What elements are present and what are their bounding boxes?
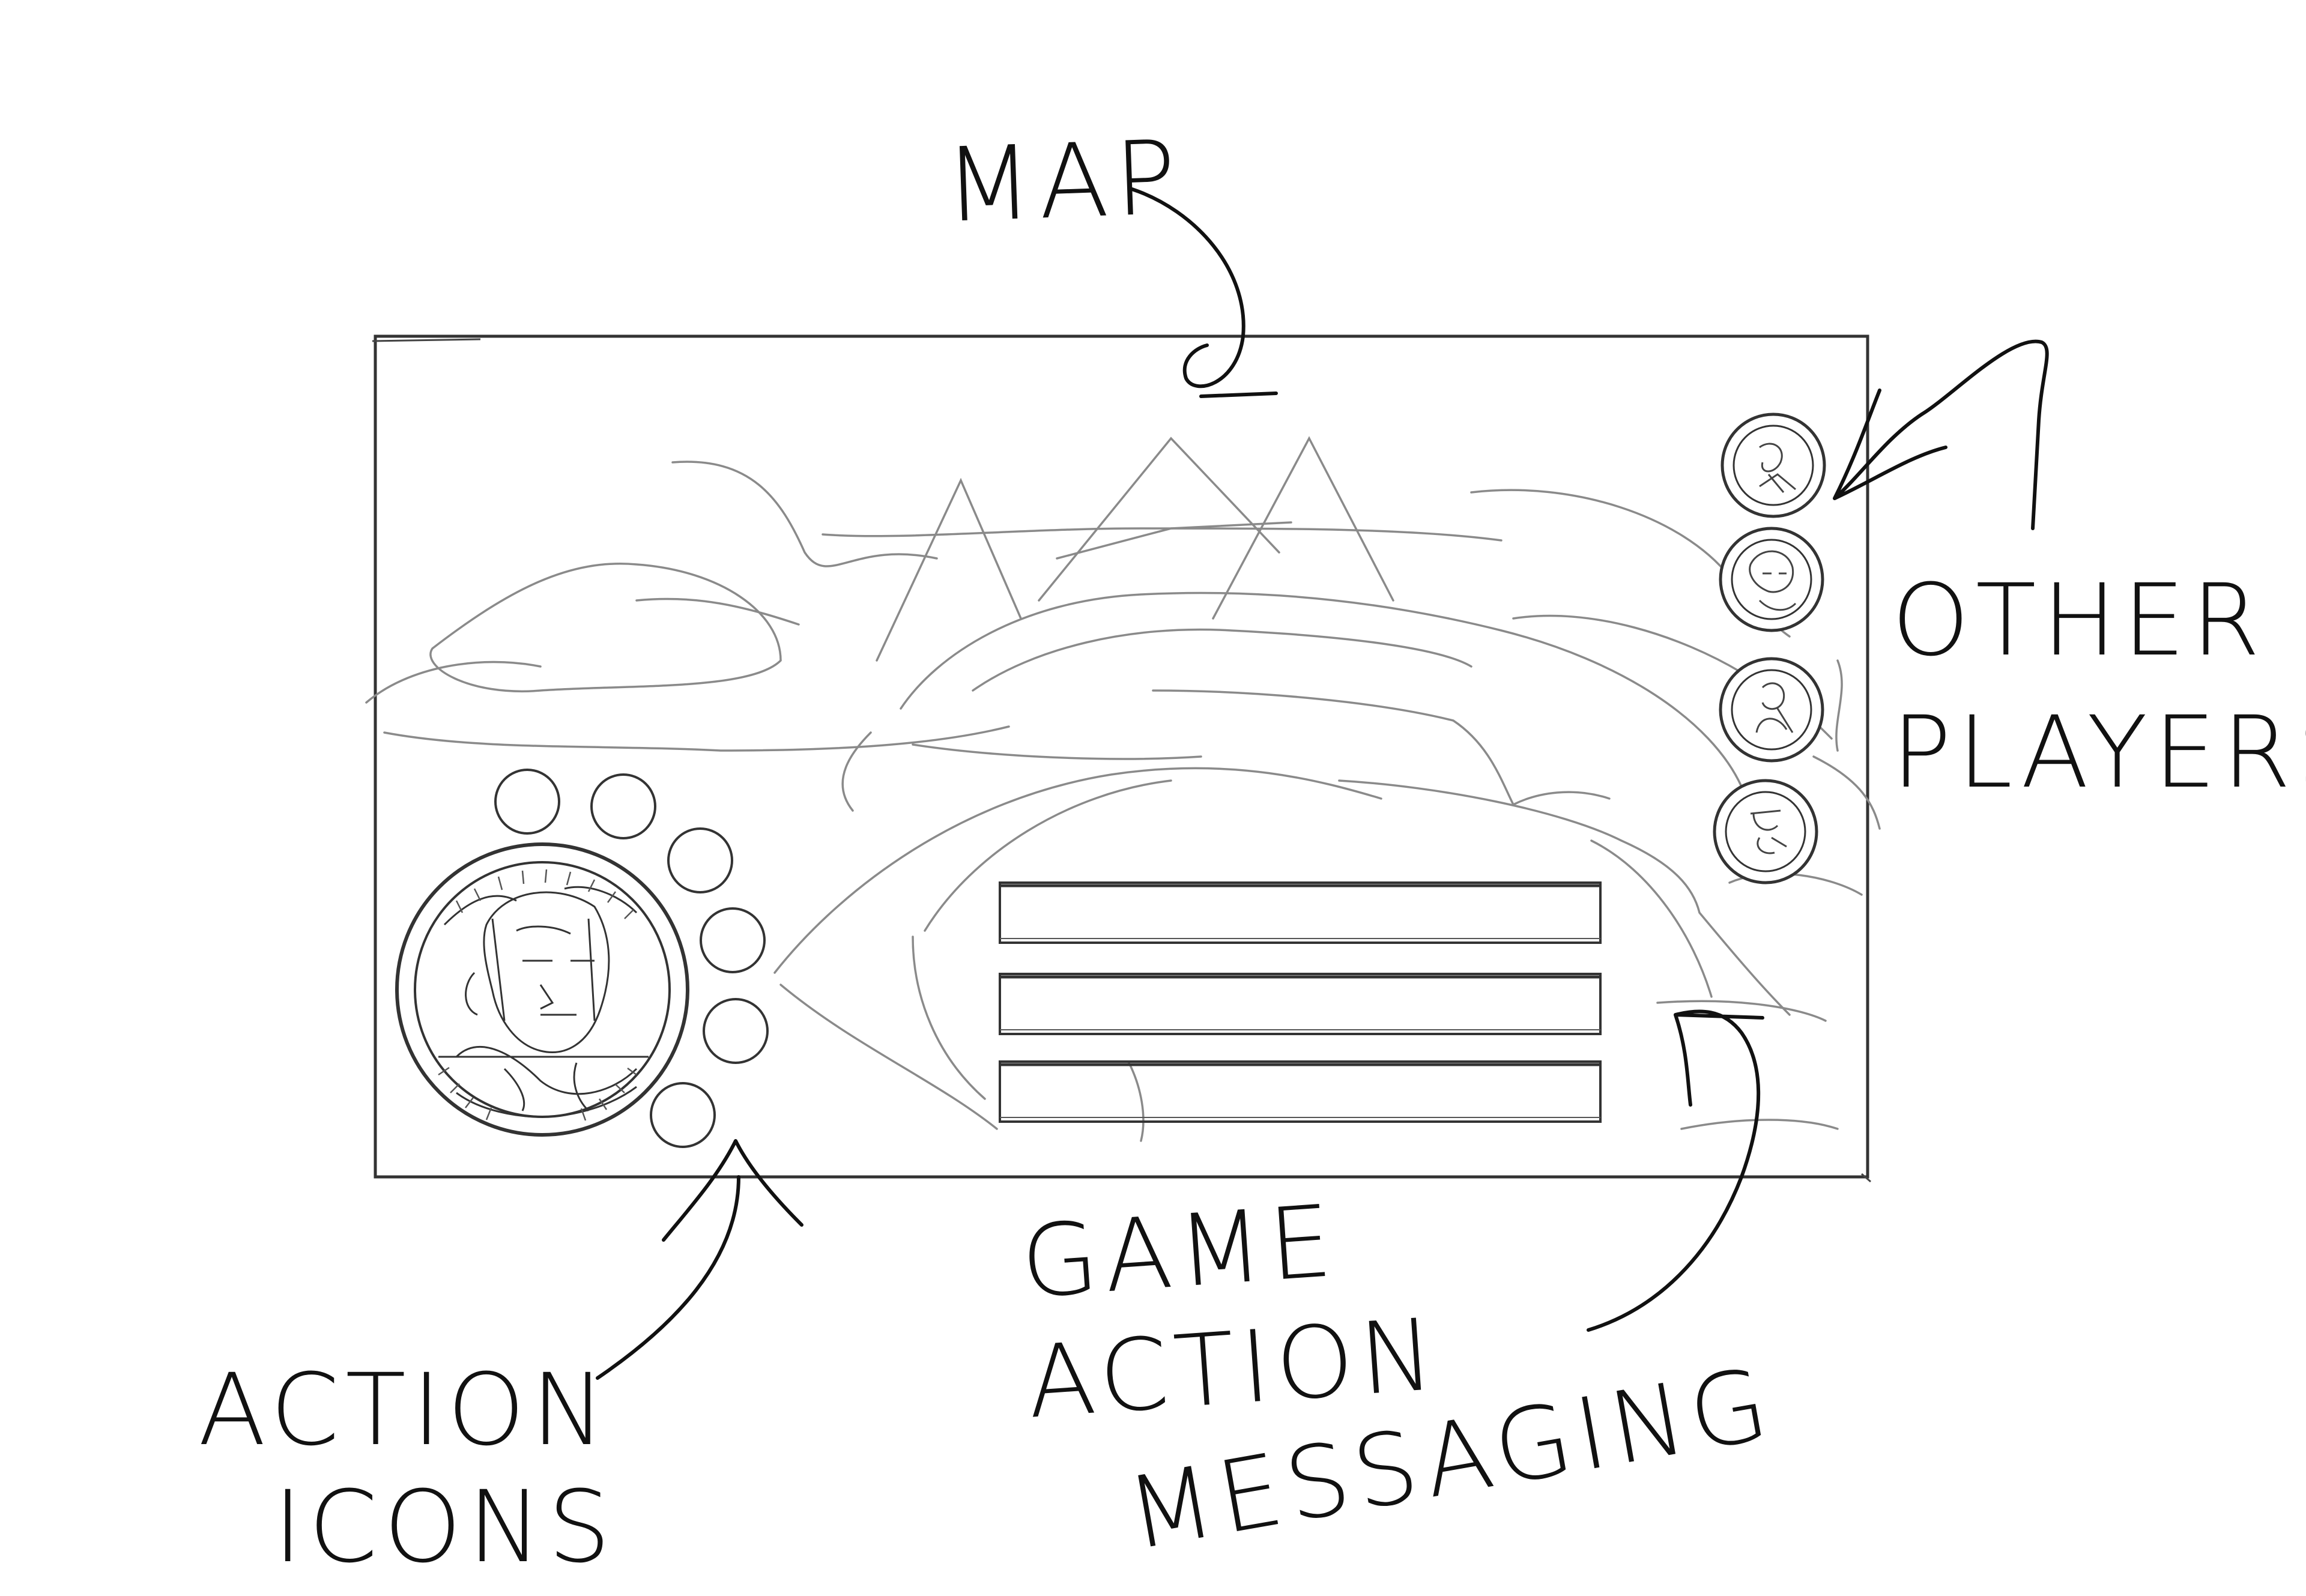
message-bar bbox=[999, 973, 1602, 1035]
label-messaging-line2: ACTION bbox=[1023, 1296, 1444, 1440]
annotation-arrows bbox=[596, 187, 2049, 1380]
action-icon-6[interactable] bbox=[650, 1082, 716, 1148]
map-area bbox=[365, 436, 1881, 1142]
message-bar bbox=[999, 1060, 1602, 1123]
other-player-avatar-3[interactable] bbox=[1719, 657, 1824, 763]
action-icon-5[interactable] bbox=[703, 998, 769, 1064]
action-icons bbox=[494, 769, 769, 1148]
action-icon-2[interactable] bbox=[590, 773, 656, 839]
label-action-icons-line1: ACTION bbox=[198, 1352, 611, 1468]
mountain-peak bbox=[1212, 436, 1394, 620]
message-bar bbox=[999, 881, 1602, 944]
other-players-arrow bbox=[1833, 339, 2049, 530]
label-messaging-line1: GAME bbox=[1017, 1183, 1341, 1320]
portrait-ring-texture bbox=[438, 869, 637, 1121]
player-face-sketch bbox=[438, 886, 649, 1118]
other-player-avatar-4[interactable] bbox=[1713, 779, 1818, 884]
messaging-arrow bbox=[1587, 1009, 1764, 1332]
label-action-icons-line2: ICONS bbox=[273, 1469, 617, 1585]
other-players bbox=[1713, 413, 1826, 884]
label-other-players-line1: OTHER bbox=[1892, 563, 2266, 678]
action-icon-4[interactable] bbox=[700, 907, 766, 973]
player-portrait[interactable] bbox=[395, 842, 689, 1137]
other-player-avatar-2[interactable] bbox=[1719, 527, 1824, 632]
action-icon-1[interactable] bbox=[494, 769, 560, 835]
mountain-peak bbox=[876, 477, 1022, 662]
game-screen-frame bbox=[372, 334, 1871, 1183]
label-other-players-line2: PLAYERS bbox=[1892, 695, 2306, 810]
mountain-peak bbox=[1038, 437, 1280, 602]
action-icons-arrow bbox=[596, 1139, 803, 1380]
map-arrow bbox=[1130, 187, 1278, 398]
other-player-avatar-1[interactable] bbox=[1720, 413, 1826, 518]
game-action-messaging bbox=[999, 881, 1602, 1123]
label-map: MAP bbox=[943, 118, 1184, 246]
annotation-labels: MAP OTHER PLAYERS ACTION ICONS GAME ACTI… bbox=[198, 118, 2306, 1585]
action-icon-3[interactable] bbox=[667, 827, 733, 893]
